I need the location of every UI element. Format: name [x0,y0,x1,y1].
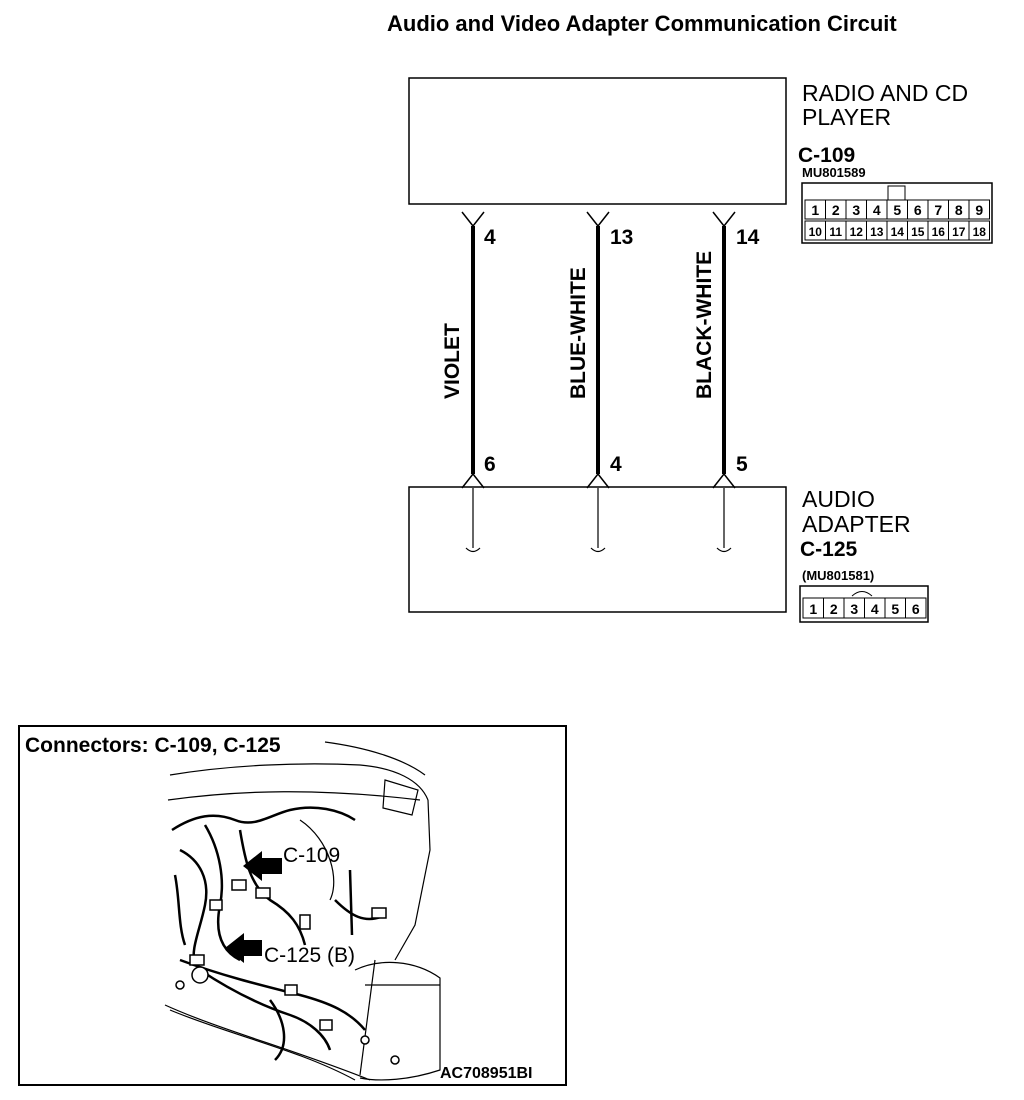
inset-title: Connectors: C-109, C-125 [25,734,281,757]
figure-code: AC708951BI [440,1065,533,1082]
c109-top-pin-number: 9 [975,202,983,218]
blue-white-bottom-pin: 4 [610,453,622,476]
c125-pin-number: 5 [891,601,899,617]
c125-callout-arrow [225,933,262,963]
violet-top-pin: 4 [484,226,496,249]
c125-pin-cell [905,597,927,619]
radio-label-line1: RADIO AND CD [802,80,968,106]
blue-white-wire-label: BLUE-WHITE [567,267,590,399]
c125-pin-number: 4 [871,601,879,617]
c109-bottom-pin-number: 13 [870,225,884,239]
c109-bottom-pin-number: 14 [891,225,905,239]
c109-top-pin-number: 3 [852,202,860,218]
adapter-label-line2: ADAPTER [802,511,911,537]
wire-black-white: 14 5 BLACK-WHITE [693,211,760,553]
c109-bottom-pin-number: 15 [911,225,925,239]
inset-c125-callout: C-125 (B) [264,944,355,967]
dashboard-illustration [164,741,441,1081]
violet-bottom-pin: 6 [484,453,496,476]
c109-bottom-pin-number: 12 [850,225,864,239]
black-white-wire-label: BLACK-WHITE [693,251,716,399]
adapter-connector-id: C-125 [800,538,858,561]
radio-cd-player-box [408,77,787,205]
wire-violet: 4 6 VIOLET [441,211,496,553]
c109-bottom-pin-number: 10 [809,225,823,239]
inset-c109-callout: C-109 [283,844,340,867]
c109-top-pin-cell [968,199,990,220]
audio-adapter-box [408,486,787,613]
c109-callout-arrow [243,851,282,881]
violet-wire-label: VIOLET [441,323,464,399]
c109-bottom-pin-number: 17 [952,225,966,239]
c109-top-pin-number: 2 [832,202,840,218]
c109-bottom-pin-cell [968,220,990,241]
c109-top-pin-number: 6 [914,202,922,218]
c125-pin-number: 3 [850,601,858,617]
c109-bottom-pin-number: 16 [932,225,946,239]
c109-top-pin-number: 1 [811,202,819,218]
c125-pin-number: 1 [809,601,817,617]
harness-connector-blocks [175,879,400,1065]
c125-pin-number: 6 [912,601,920,617]
c109-top-pin-number: 4 [873,202,881,218]
connector-location-inset: Connectors: C-109, C-125 C-109 C-125 (B)… [18,725,567,1086]
c109-top-pin-number: 5 [893,202,901,218]
c125-pin-number: 2 [830,601,838,617]
c109-bottom-pin-number: 18 [973,225,987,239]
black-white-bottom-pin: 5 [736,453,748,476]
diagram-title: Audio and Video Adapter Communication Ci… [387,11,897,36]
blue-white-top-pin: 13 [610,226,633,249]
radio-connector-id: C-109 [798,144,855,167]
radio-part-number: MU801589 [802,165,866,180]
black-white-top-pin: 14 [736,226,760,249]
adapter-part-number: (MU801581) [802,568,874,583]
radio-label-line2: PLAYER [802,104,891,130]
adapter-label-line1: AUDIO [802,486,875,512]
wire-blue-white: 13 4 BLUE-WHITE [567,211,633,553]
c109-top-pin-number: 7 [934,202,942,218]
c109-top-pin-number: 8 [955,202,963,218]
c109-bottom-pin-number: 11 [829,225,842,239]
